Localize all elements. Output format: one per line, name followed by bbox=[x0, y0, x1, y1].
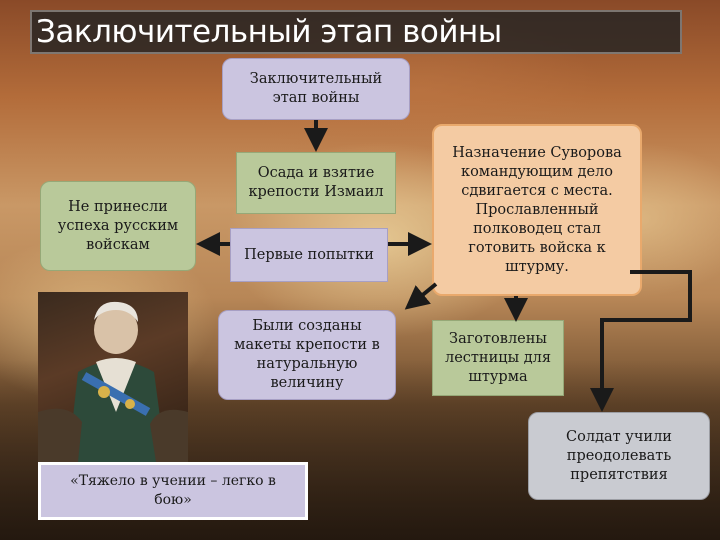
box-suvorov-appointment-text: Назначение Суворова командующим дело сдв… bbox=[444, 144, 630, 277]
box-final-stage-text: Заключительный этап войны bbox=[231, 70, 401, 108]
box-no-success-text: Не принесли успеха русским войскам bbox=[49, 198, 187, 255]
box-first-attempts: Первые попытки bbox=[230, 228, 388, 282]
suvorov-portrait bbox=[38, 292, 188, 462]
box-ladders-text: Заготовлены лестницы для штурма bbox=[441, 330, 555, 387]
box-siege-izmail-text: Осада и взятие крепости Измаил bbox=[245, 164, 387, 202]
box-final-stage: Заключительный этап войны bbox=[222, 58, 410, 120]
box-soldiers-training-text: Солдат учили преодолевать препятствия bbox=[537, 428, 701, 485]
box-no-success: Не принесли успеха русским войскам bbox=[40, 181, 196, 271]
suvorov-quote: «Тяжело в учении – легко в бою» bbox=[38, 462, 308, 520]
slide-title: Заключительный этап войны bbox=[36, 10, 502, 54]
box-fortress-models-text: Были созданы макеты крепости в натуральн… bbox=[227, 317, 387, 393]
suvorov-quote-text: «Тяжело в учении – легко в бою» bbox=[51, 472, 295, 510]
box-fortress-models: Были созданы макеты крепости в натуральн… bbox=[218, 310, 396, 400]
portrait-figure bbox=[38, 292, 188, 462]
box-soldiers-training: Солдат учили преодолевать препятствия bbox=[528, 412, 710, 500]
box-siege-izmail: Осада и взятие крепости Измаил bbox=[236, 152, 396, 214]
box-ladders: Заготовлены лестницы для штурма bbox=[432, 320, 564, 396]
box-first-attempts-text: Первые попытки bbox=[244, 246, 374, 265]
box-suvorov-appointment: Назначение Суворова командующим дело сдв… bbox=[432, 124, 642, 296]
